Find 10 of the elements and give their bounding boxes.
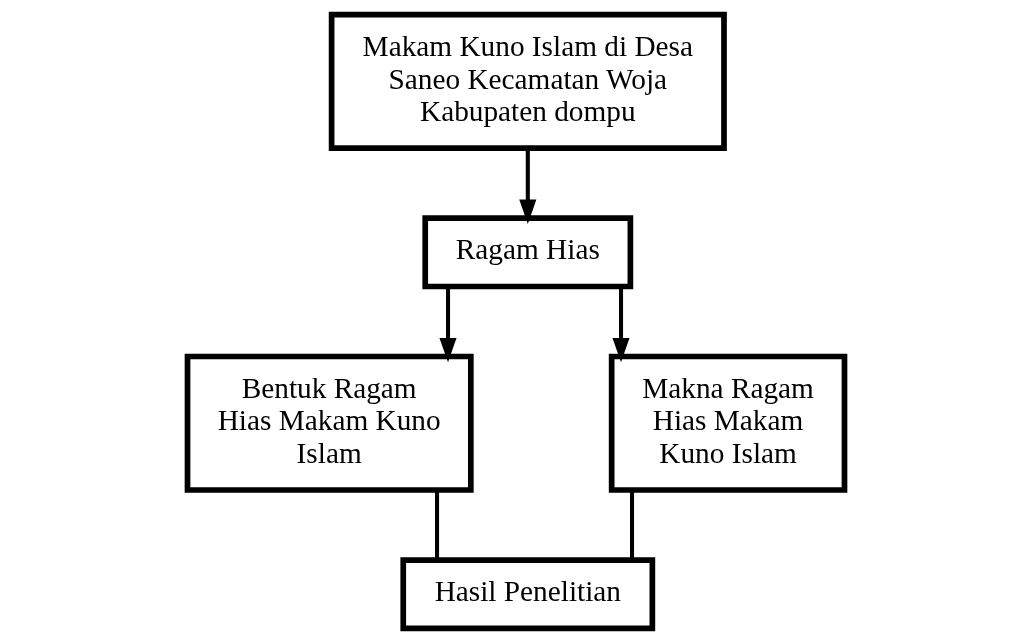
node-box: Hasil Penelitian xyxy=(400,557,656,632)
connector xyxy=(629,490,635,560)
arrow xyxy=(612,286,630,363)
node-box: Ragam Hias xyxy=(422,215,634,290)
node-box: Bentuk Ragam Hias Makam Kuno Islam xyxy=(184,353,474,493)
node-box: Makam Kuno Islam di Desa Saneo Kecamatan Woja Kabupaten dompu xyxy=(328,11,727,151)
node-box: Makna Ragam Hias Makam Kuno Islam xyxy=(608,353,848,493)
arrow xyxy=(519,148,537,224)
arrow xyxy=(439,286,457,363)
connector xyxy=(435,490,440,560)
